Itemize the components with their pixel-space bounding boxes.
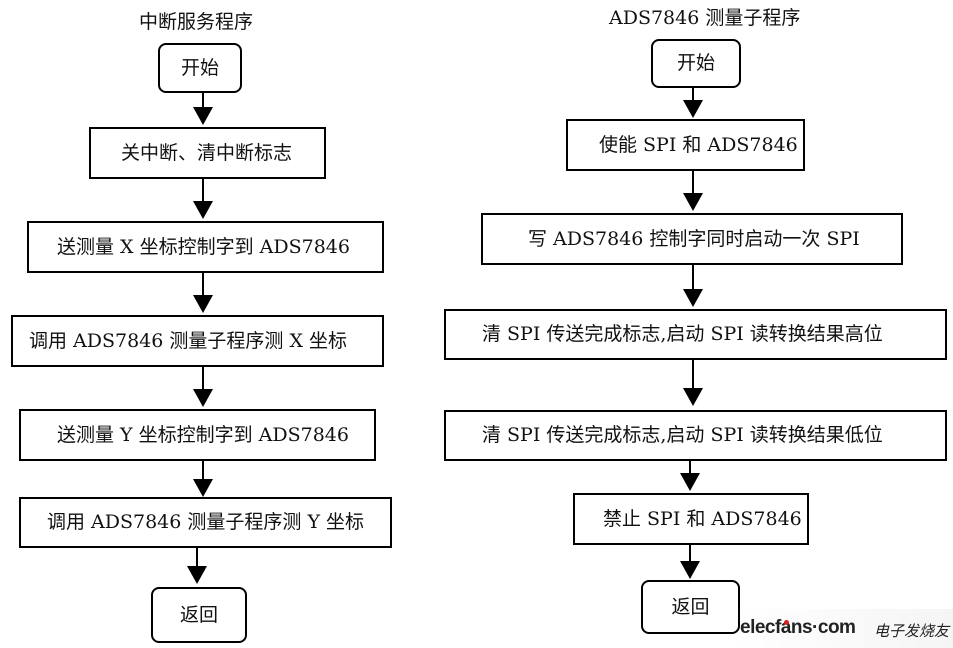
right-step-read-low: 清 SPI 传送完成标志,启动 SPI 读转换结果低位 (444, 410, 947, 461)
right-return-node: 返回 (641, 580, 740, 634)
watermark-dot-icon (784, 620, 789, 625)
left-step-send-y-control: 送测量 Y 坐标控制字到 ADS7846 (19, 409, 376, 461)
right-step-disable-spi: 禁止 SPI 和 ADS7846 (573, 493, 809, 545)
right-step-read-high: 清 SPI 传送完成标志,启动 SPI 读转换结果高位 (444, 309, 947, 360)
left-step-send-x-control: 送测量 X 坐标控制字到 ADS7846 (27, 221, 384, 273)
left-step-clear-interrupt: 关中断、清中断标志 (89, 127, 326, 179)
left-return-node: 返回 (151, 587, 247, 643)
watermark-brand-cn: 电子发烧友 (874, 622, 950, 640)
left-step-measure-y: 调用 ADS7846 测量子程序测 Y 坐标 (19, 497, 392, 548)
left-flow-title: 中断服务程序 (139, 11, 254, 33)
right-start-node: 开始 (651, 39, 741, 88)
right-step-enable-spi: 使能 SPI 和 ADS7846 (566, 119, 805, 171)
right-flow-title: ADS7846 测量子程序 (609, 7, 801, 29)
right-step-write-control: 写 ADS7846 控制字同时启动一次 SPI (481, 213, 903, 265)
watermark-brand: elecfans·com (740, 617, 856, 638)
left-step-measure-x: 调用 ADS7846 测量子程序测 X 坐标 (11, 315, 384, 367)
left-start-node: 开始 (158, 43, 242, 93)
watermark: elecfans·com 电子发烧友 (728, 609, 953, 648)
